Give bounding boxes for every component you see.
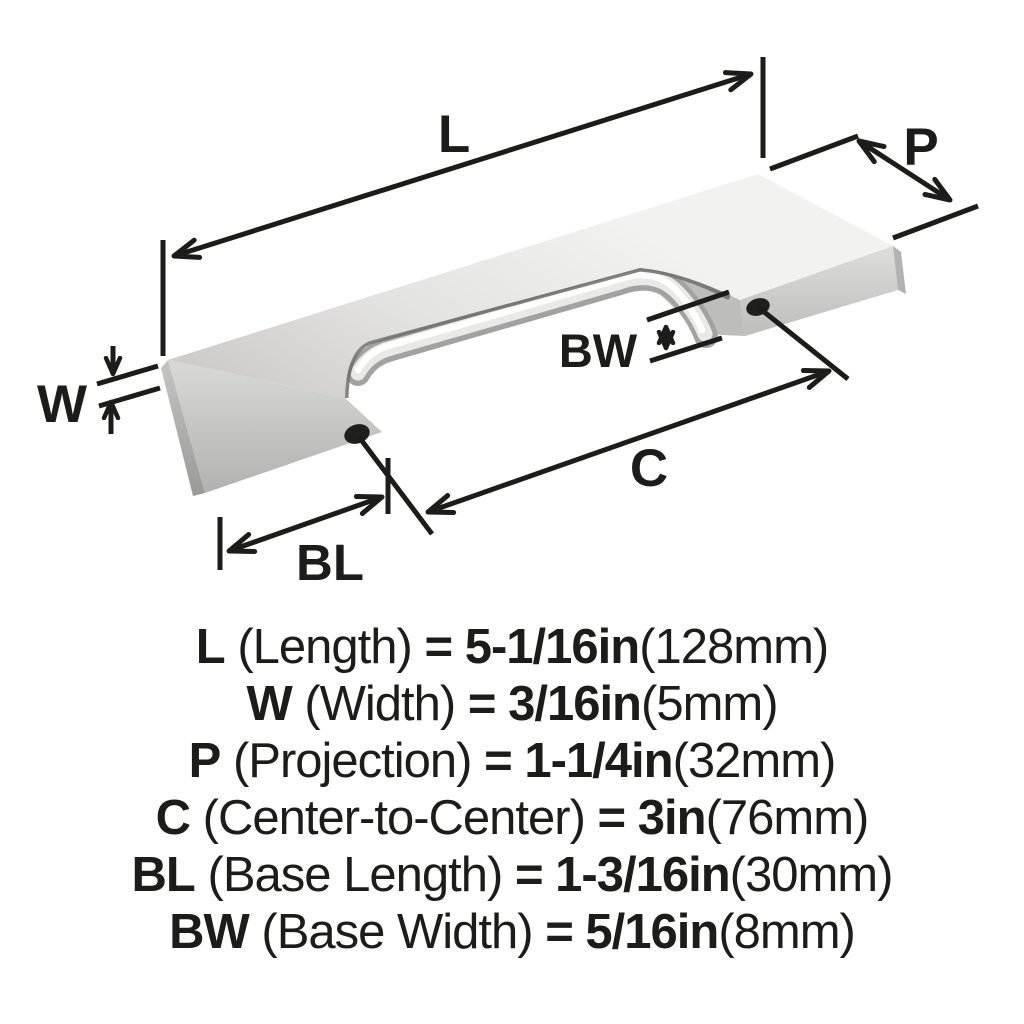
dim-length-arrow xyxy=(171,70,754,260)
label-center-to-center: C xyxy=(630,439,668,498)
spec-line-center-to-center: C (Center-to-Center) = 3in(76mm) xyxy=(0,790,1024,847)
dim-projection-arrow xyxy=(856,138,953,203)
handle-left-end-face xyxy=(161,360,205,496)
spec-abbr: P xyxy=(188,734,222,788)
spec-line-base-width: BW (Base Width) = 5/16in(8mm) xyxy=(0,904,1024,961)
spec-abbr: BW xyxy=(169,905,250,959)
label-length: L xyxy=(438,105,470,164)
spec-value: = 1-1/4in xyxy=(484,734,673,788)
spec-abbr: C xyxy=(155,791,191,845)
handle-right-end-face xyxy=(893,246,906,294)
spec-value: = 5-1/16in xyxy=(424,620,640,674)
spec-value: = 1-3/16in xyxy=(514,848,731,902)
label-base-length: BL xyxy=(296,534,364,591)
dim-projection-ext-front xyxy=(892,203,979,241)
dim-base-length xyxy=(217,458,391,570)
spec-metric: (8mm) xyxy=(718,905,856,959)
spec-line-width: W (Width) = 3/16in(5mm) xyxy=(0,676,1024,733)
handle-bar-chrome-core xyxy=(354,271,706,374)
dim-width-tick-top xyxy=(96,363,159,387)
spec-abbr: BL xyxy=(131,848,196,902)
label-projection: P xyxy=(903,118,938,177)
spec-metric: (5mm) xyxy=(641,677,779,731)
dim-width xyxy=(96,346,161,434)
dim-center-to-center xyxy=(357,305,850,536)
spec-list: L (Length) = 5-1/16in(128mm) W (Width) =… xyxy=(0,619,1024,961)
dim-center-leader-left xyxy=(357,435,434,536)
dim-base-width-ext-top xyxy=(646,289,730,323)
spec-name: (Base Length) xyxy=(207,848,504,902)
spec-line-projection: P (Projection) = 1-1/4in(32mm) xyxy=(0,733,1024,790)
spec-line-length: L (Length) = 5-1/16in(128mm) xyxy=(0,619,1024,676)
dim-base-width-ext-bottom xyxy=(649,335,723,364)
spec-name: (Length) xyxy=(237,620,413,674)
dim-center-leader-right xyxy=(756,305,850,381)
dim-base-width xyxy=(646,289,730,364)
dim-center-arrow xyxy=(425,367,832,516)
dim-projection xyxy=(769,133,979,241)
spec-name: (Width) xyxy=(304,677,456,731)
dim-projection-ext-rear xyxy=(769,133,859,172)
spec-name: (Base Width) xyxy=(261,905,533,959)
spec-metric: (128mm) xyxy=(639,620,829,674)
handle-left-foot-face xyxy=(168,360,382,493)
spec-value: = 3in xyxy=(597,791,707,845)
spec-line-base-length: BL (Base Length) = 1-3/16in(30mm) xyxy=(0,847,1024,904)
label-base-width: BW xyxy=(559,324,638,377)
spec-name: (Projection) xyxy=(232,734,473,788)
spec-name: (Center-to-Center) xyxy=(202,791,586,845)
handle-right-foot-face xyxy=(740,246,898,336)
spec-value: = 3/16in xyxy=(467,677,642,731)
spec-metric: (76mm) xyxy=(705,791,870,845)
spec-abbr: W xyxy=(246,677,292,731)
spec-metric: (32mm) xyxy=(672,734,837,788)
dimension-diagram: L P W BW C BL xyxy=(37,57,979,591)
dim-length xyxy=(160,57,766,356)
spec-value: = 5/16in xyxy=(545,905,719,959)
label-width: W xyxy=(37,375,87,434)
dimension-annotations xyxy=(96,57,979,570)
spec-abbr: L xyxy=(195,620,226,674)
spec-metric: (30mm) xyxy=(729,848,894,902)
dim-width-tick-bottom xyxy=(98,385,161,409)
dim-base-length-arrow xyxy=(226,494,385,554)
